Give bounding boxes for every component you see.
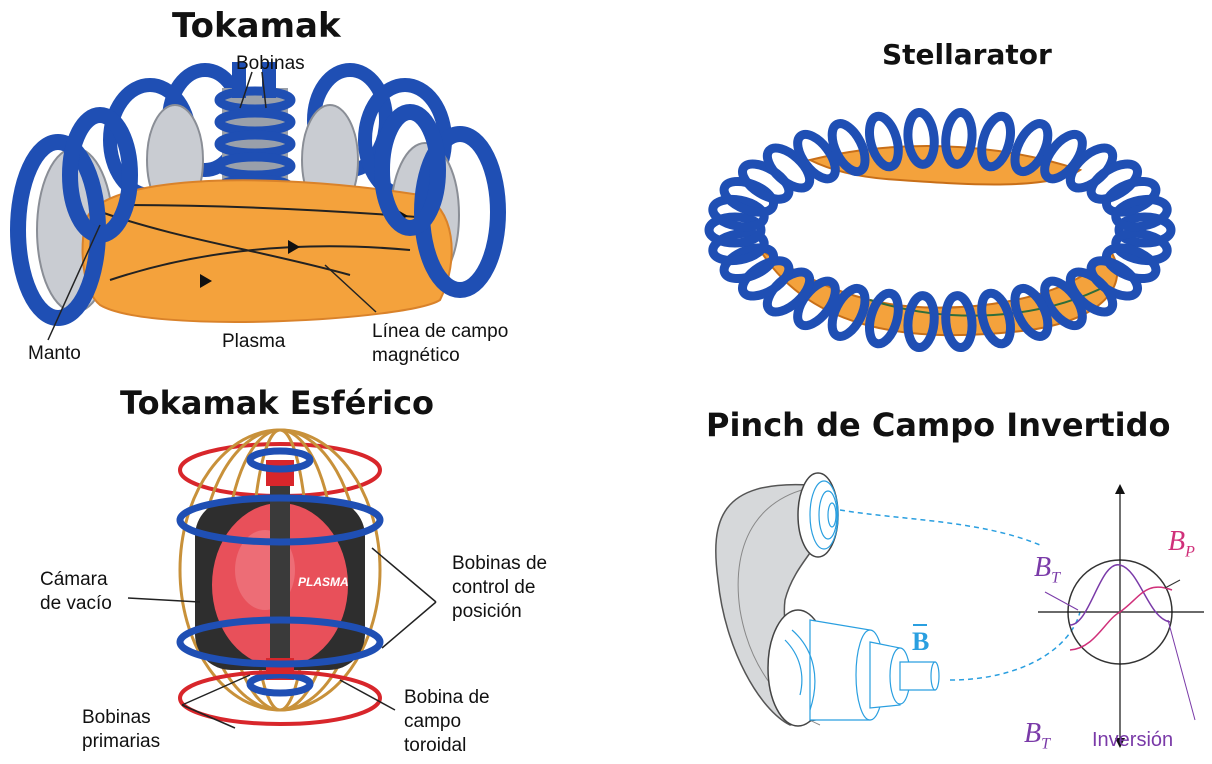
spherical-label-toroidal-2: campo [404,710,461,734]
tokamak-plasma [83,180,452,322]
rfp-diagram [600,380,1212,764]
rfp-label-bp-sub: P [1185,544,1195,561]
rfp-bp-curve [1070,587,1172,650]
rfp-label-b-vector-bar [913,624,927,626]
tokamak-label-field-line-2: magnético [372,344,460,368]
rfp-label-bt-bottom-main: B [1024,718,1041,749]
rfp-label-bp-main: B [1168,526,1185,557]
spherical-label-toroidal-1: Bobina de [404,686,490,710]
rfp-label-bp: BP [1168,530,1195,565]
spherical-label-toroidal-3: toroidal [404,734,466,758]
tokamak-label-field-line-1: Línea de campo [372,320,508,344]
rfp-label-bt-top: BT [1034,556,1060,591]
rfp-profile-plot [1038,484,1204,748]
spherical-tokamak-panel: Tokamak Esférico [0,380,600,764]
stellarator-diagram [610,0,1210,380]
rfp-panel: Pinch de Campo Invertido [600,380,1212,764]
rfp-label-b-vector: B [912,630,929,654]
rfp-label-bt-top-main: B [1034,552,1051,583]
rfp-top-section [798,473,838,557]
tokamak-label-mantle: Manto [28,342,81,366]
spherical-label-position-1: Bobinas de [452,552,547,576]
spherical-label-primary-1: Bobinas [82,706,151,730]
rfp-label-bt-top-sub: T [1051,570,1060,587]
spherical-label-primary-2: primarias [82,730,160,754]
spherical-label-position-3: posición [452,600,522,624]
rfp-label-inversion: Inversión [1092,728,1173,752]
rfp-label-bt-bottom: BT [1024,722,1050,757]
tokamak-label-coils: Bobinas [236,52,305,76]
tokamak-label-plasma: Plasma [222,330,285,354]
spherical-plasma-text: PLASMA [298,570,349,594]
spherical-label-vacuum-1: Cámara [40,568,108,592]
spherical-label-position-2: control de [452,576,535,600]
spherical-label-vacuum-2: de vacío [40,592,112,616]
rfp-label-bt-bottom-sub: T [1041,736,1050,753]
tokamak-panel: Tokamak [0,0,600,380]
stellarator-panel: Stellarator [610,0,1210,380]
